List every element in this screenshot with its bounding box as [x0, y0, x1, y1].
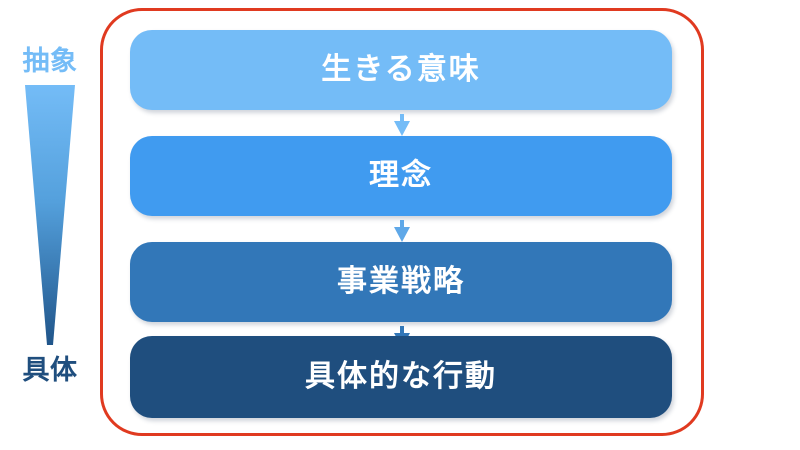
arrow-down-icon-2 — [394, 220, 410, 242]
abstract-to-concrete-wedge-icon — [25, 85, 75, 345]
level-bar-3[interactable]: 事業戦略 — [130, 242, 672, 322]
level-bar-4[interactable]: 具体的な行動 — [130, 336, 672, 418]
level-bar-2[interactable]: 理念 — [130, 136, 672, 216]
level-bar-3-label: 事業戦略 — [337, 265, 465, 298]
arrow-down-icon-1 — [394, 114, 410, 136]
level-bar-1-label: 生きる意味 — [321, 53, 481, 86]
level-stack: 生きる意味 理念 事業戦略 — [130, 30, 672, 418]
abstraction-axis: 抽象 具体 — [0, 0, 100, 450]
highlight-frame — [100, 8, 704, 436]
axis-label-abstract: 抽象 — [22, 46, 78, 76]
level-bar-1[interactable]: 生きる意味 — [130, 30, 672, 110]
level-bar-2-label: 理念 — [369, 159, 433, 192]
level-bar-4-label: 具体的な行動 — [305, 360, 497, 393]
axis-label-concrete: 具体 — [22, 355, 78, 385]
